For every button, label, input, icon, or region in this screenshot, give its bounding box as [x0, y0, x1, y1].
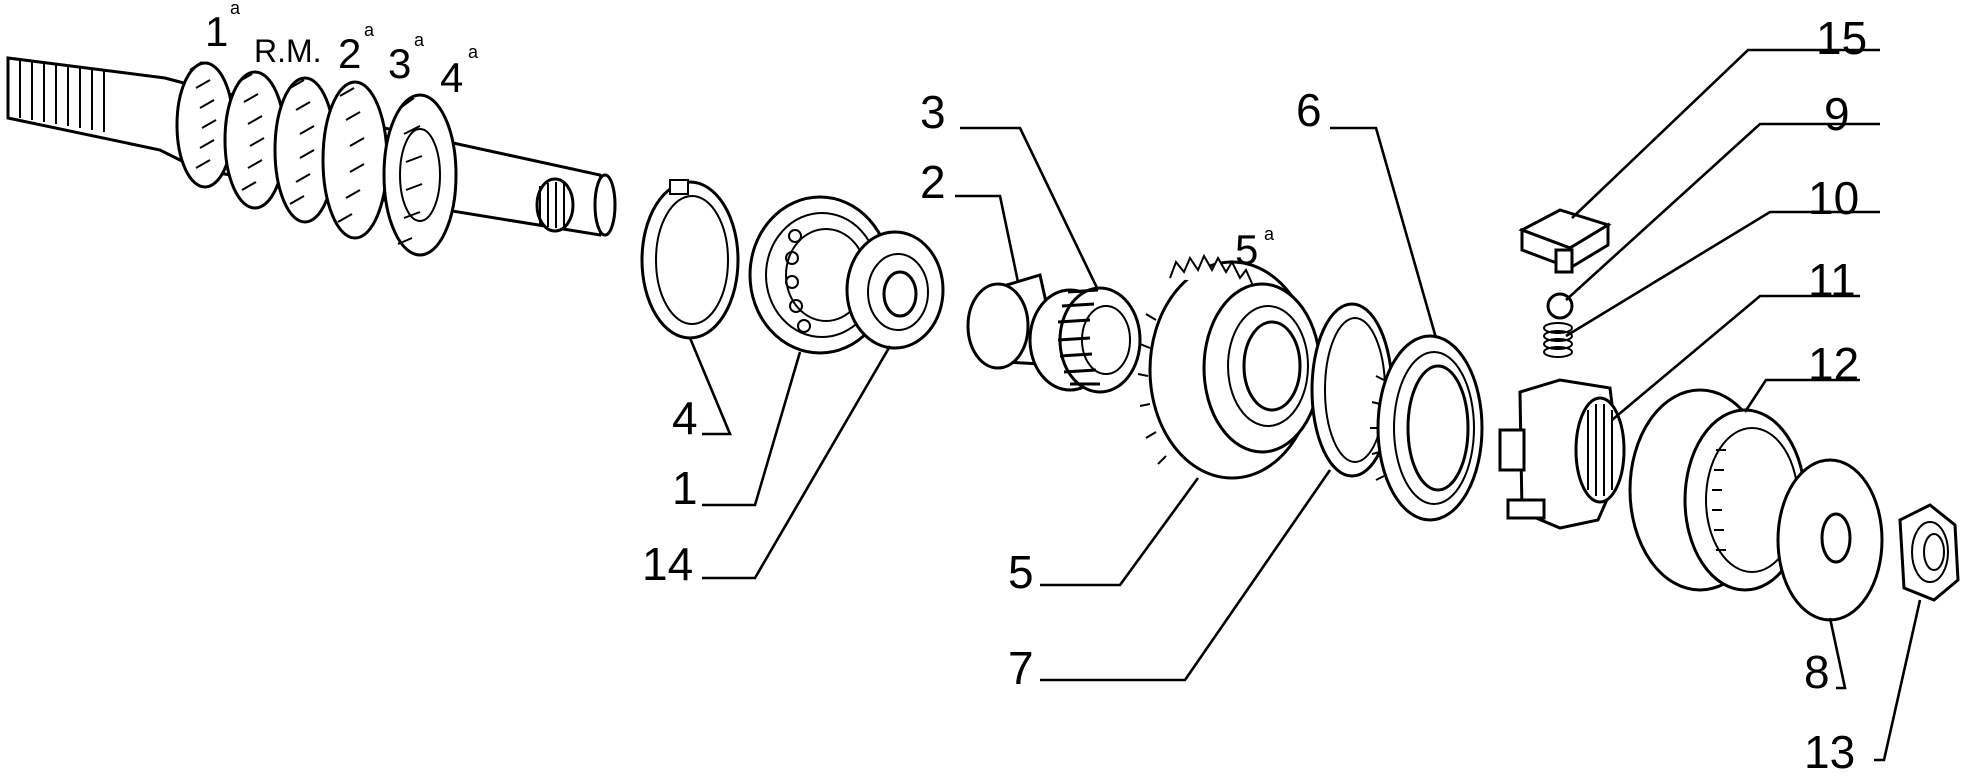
leader-lines	[688, 48, 1922, 762]
svg-text:3: 3	[388, 40, 411, 87]
svg-text:2: 2	[338, 30, 361, 77]
gear-label-5: 5 a	[1235, 224, 1275, 273]
part-10-spring	[1543, 322, 1573, 358]
callout-15: 15	[1816, 12, 1867, 64]
svg-text:4: 4	[440, 54, 463, 101]
gear-label-reverse: R.M.	[254, 33, 322, 69]
part-4-snap-ring	[640, 179, 740, 340]
shaft-gear-2	[223, 70, 287, 210]
gear-label-1: 1 a	[205, 0, 241, 55]
part-15-shifter-key	[1518, 208, 1612, 274]
callout-7: 7	[1008, 642, 1034, 694]
svg-text:1: 1	[205, 8, 228, 55]
svg-text:R.M.: R.M.	[254, 33, 322, 69]
svg-text:a: a	[414, 30, 425, 50]
shaft-gear-4	[321, 80, 389, 240]
gear-label-3: 3 a	[388, 30, 425, 87]
part-11-synchro-hub	[1498, 378, 1626, 530]
callout-12: 12	[1808, 338, 1859, 390]
svg-text:a: a	[1264, 224, 1275, 244]
callout-numbers: 15 9 10 11 12 8 13 6 7 5 3 2 4 1 14	[642, 12, 1867, 777]
shaft-gear-5	[382, 93, 458, 257]
part-5-fifth-gear	[1137, 253, 1322, 480]
callout-9: 9	[1824, 88, 1850, 140]
part-14-collar	[845, 230, 945, 350]
callout-6: 6	[1296, 84, 1322, 136]
part-8-plate-washer	[1776, 458, 1884, 622]
callout-11: 11	[1808, 254, 1856, 306]
callout-10: 10	[1808, 172, 1859, 224]
main-shaft	[6, 56, 617, 257]
callout-5: 5	[1008, 546, 1034, 598]
callout-3: 3	[920, 86, 946, 138]
part-3-needle-bearing	[1028, 286, 1142, 394]
callout-1: 1	[672, 462, 698, 514]
svg-text:a: a	[230, 0, 241, 18]
svg-text:a: a	[468, 42, 479, 62]
svg-text:5: 5	[1235, 226, 1258, 273]
callout-4: 4	[672, 392, 698, 444]
part-6-synchro-ring	[1370, 334, 1484, 522]
gear-label-2: 2 a	[338, 20, 375, 77]
svg-text:a: a	[364, 20, 375, 40]
part-13-nut	[1898, 503, 1960, 602]
callout-8: 8	[1804, 646, 1830, 698]
callout-2: 2	[920, 156, 946, 208]
shaft-end-bearing	[535, 173, 617, 237]
callout-14: 14	[642, 538, 693, 590]
callout-13: 13	[1804, 726, 1855, 772]
gear-label-4: 4 a	[440, 42, 479, 101]
